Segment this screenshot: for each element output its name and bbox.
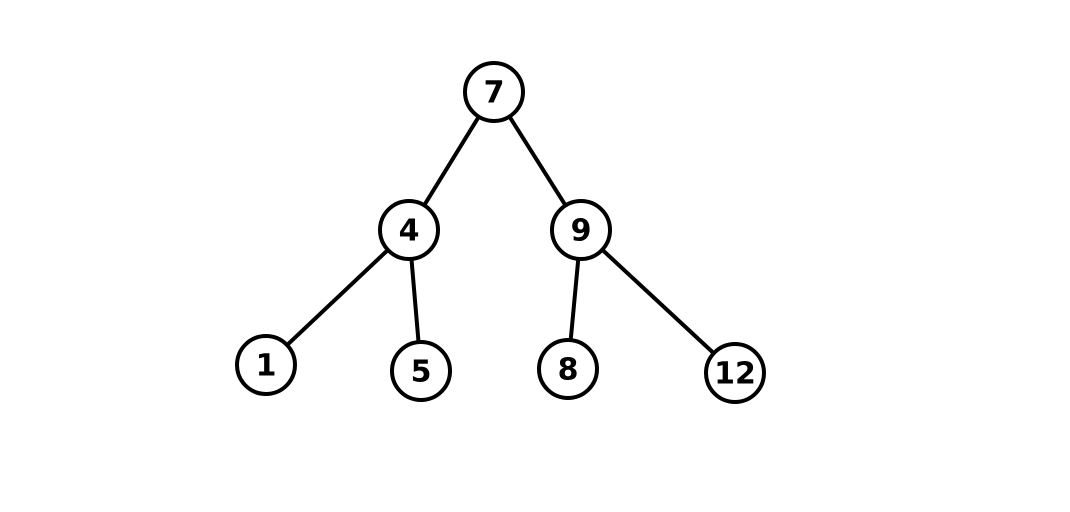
node-label: 5 bbox=[411, 355, 432, 390]
edge-n7-n9 bbox=[507, 114, 568, 208]
edge-n4-n1 bbox=[285, 247, 390, 348]
node-label: 4 bbox=[399, 214, 420, 249]
node-circle bbox=[235, 334, 297, 396]
node-8: 8 bbox=[537, 338, 599, 400]
node-circle bbox=[463, 61, 525, 123]
node-1: 1 bbox=[235, 334, 297, 396]
edge-n9-n8 bbox=[568, 256, 581, 343]
node-label: 1 bbox=[256, 349, 277, 384]
node-label: 12 bbox=[714, 357, 756, 392]
node-circle bbox=[390, 340, 452, 402]
node-label: 7 bbox=[484, 76, 505, 111]
edge-n9-n12 bbox=[600, 247, 716, 356]
node-circle bbox=[550, 199, 612, 261]
node-12: 12 bbox=[704, 342, 766, 404]
edge-n4-n5 bbox=[409, 256, 421, 345]
tree-nodes: 7 4 9 1 5 8 12 bbox=[235, 61, 766, 404]
node-circle bbox=[537, 338, 599, 400]
node-4: 4 bbox=[378, 199, 440, 261]
node-label: 8 bbox=[558, 353, 579, 388]
node-7: 7 bbox=[463, 61, 525, 123]
edge-n7-n4 bbox=[422, 114, 481, 208]
node-circle bbox=[704, 342, 766, 404]
node-label: 9 bbox=[571, 214, 592, 249]
node-5: 5 bbox=[390, 340, 452, 402]
node-9: 9 bbox=[550, 199, 612, 261]
tree-edges bbox=[285, 114, 716, 356]
node-circle bbox=[378, 199, 440, 261]
